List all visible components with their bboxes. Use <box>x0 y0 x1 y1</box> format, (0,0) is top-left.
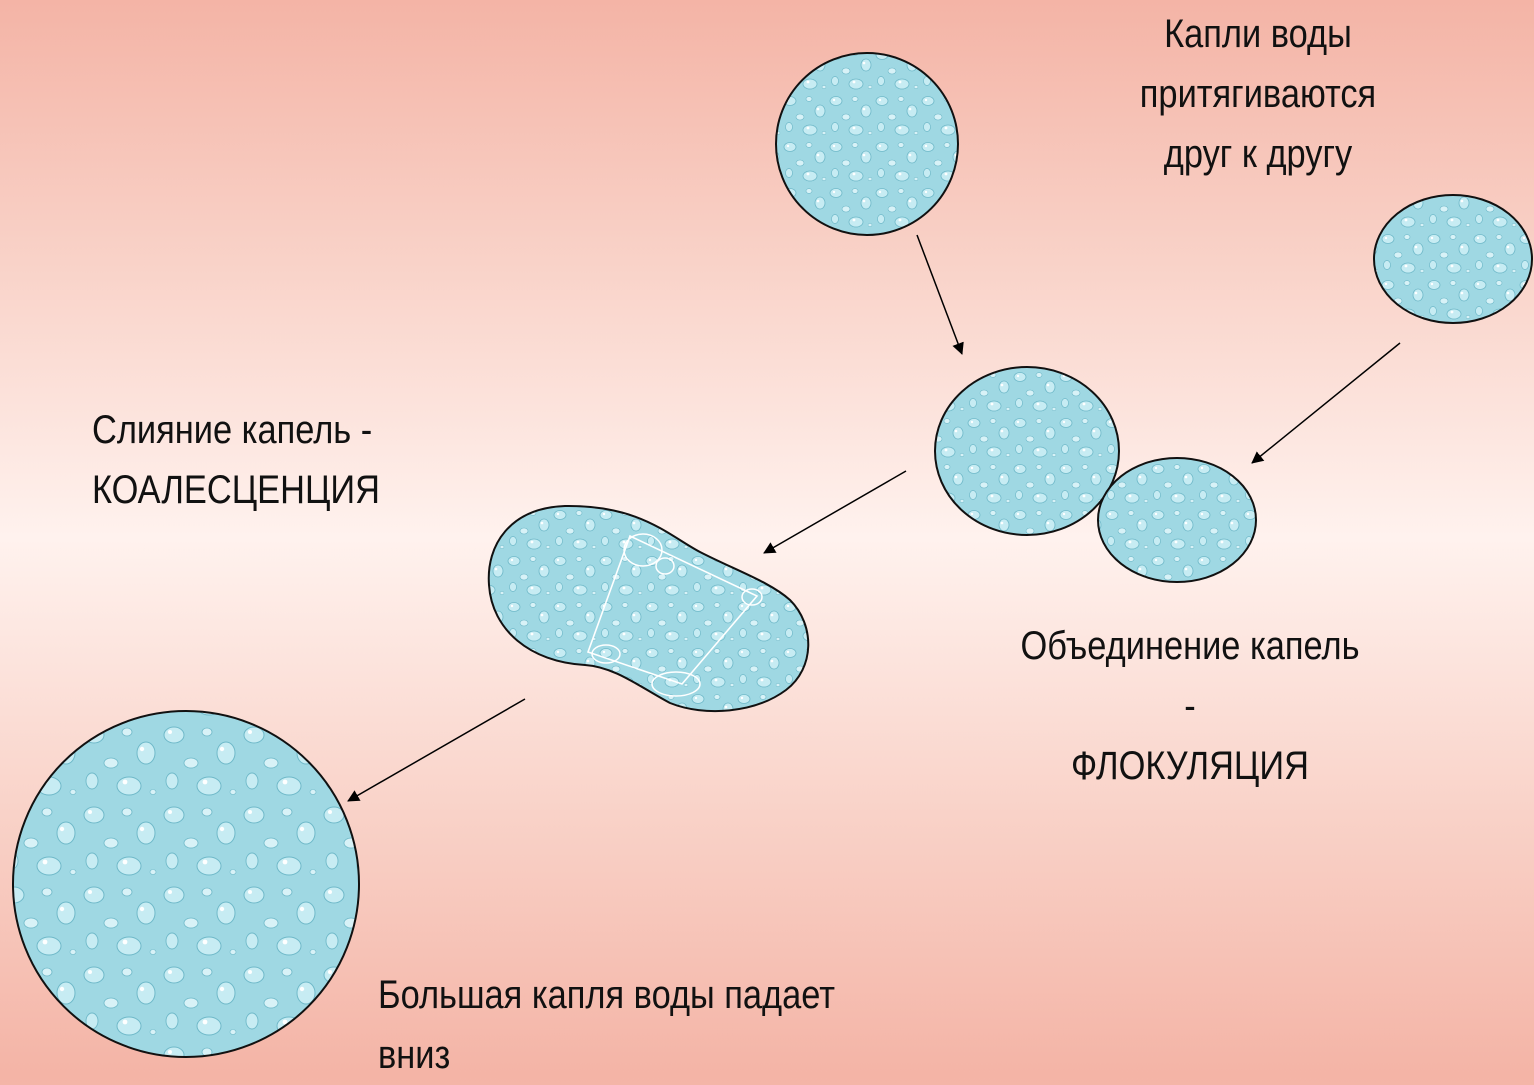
caption-attraction: Капли воды притягиваются друг к другу <box>1086 4 1430 184</box>
caption-coalescence-line-1: Слияние капель - <box>92 400 380 460</box>
arrow-right-to-pair <box>1252 343 1400 463</box>
water-droplet-right <box>1374 195 1532 323</box>
caption-flocculation: Объединение капель - ФЛОКУЛЯЦИЯ <box>975 616 1405 796</box>
caption-attraction-line-1: Капли воды <box>1086 4 1430 64</box>
arrow-pair-to-coalescing <box>764 471 906 553</box>
water-droplet-top <box>776 53 958 235</box>
caption-coalescence: Слияние капель - КОАЛЕСЦЕНЦИЯ <box>92 400 380 520</box>
caption-large-drop-line-2: вниз <box>378 1025 835 1085</box>
caption-coalescence-line-2: КОАЛЕСЦЕНЦИЯ <box>92 460 380 520</box>
caption-attraction-line-2: притягиваются <box>1086 64 1430 124</box>
caption-large-drop-line-1: Большая капля воды падает <box>378 965 835 1025</box>
water-droplet-coalescing <box>489 506 809 711</box>
caption-large-drop: Большая капля воды падает вниз <box>378 965 835 1085</box>
caption-flocculation-line-3: ФЛОКУЛЯЦИЯ <box>975 736 1405 796</box>
water-droplet-flocculated-1 <box>935 367 1119 535</box>
water-droplet-flocculated-2 <box>1098 458 1256 582</box>
caption-flocculation-line-1: Объединение капель <box>975 616 1405 676</box>
water-droplet-large <box>13 711 359 1057</box>
caption-attraction-line-3: друг к другу <box>1086 124 1430 184</box>
caption-flocculation-line-2: - <box>975 676 1405 736</box>
arrow-coalescing-to-large <box>348 699 525 801</box>
arrow-top-to-pair <box>917 235 962 354</box>
